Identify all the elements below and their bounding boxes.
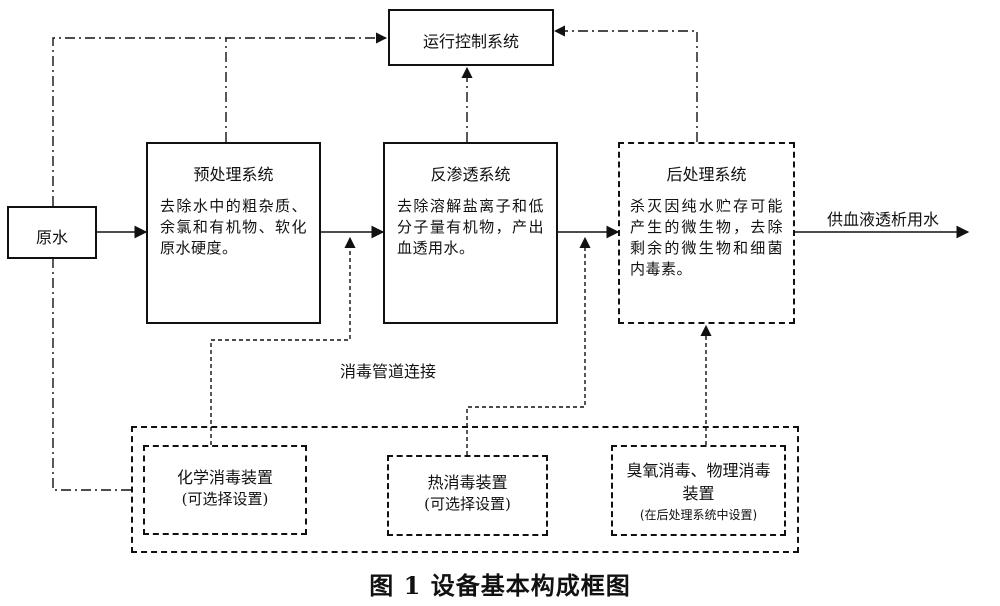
post-box: 后处理系统 杀灭因纯水贮存可能产生的微生物，去除剩余的微生物和细菌内毒素。 (618, 142, 795, 324)
ozone-line2: 装置 (682, 484, 715, 503)
disinfect-link-label: 消毒管道连接 (340, 362, 437, 381)
chem-line1: 化学消毒装置 (176, 468, 273, 487)
pretreat-title: 预处理系统 (193, 165, 274, 184)
ro-title: 反渗透系统 (430, 165, 511, 184)
ozone-line1: 臭氧消毒、物理消毒 (626, 461, 771, 480)
post-title: 后处理系统 (666, 165, 747, 184)
control-line-raw-to-disinfect (52, 258, 131, 491)
ro-box: 反渗透系统 去除溶解盐离子和低分子量有机物，产出血透用水。 (383, 142, 558, 324)
figure-caption: 图 1 设备基本构成框图 (369, 571, 631, 600)
control-system-box: 运行控制系统 (388, 9, 554, 66)
heat-line2: (可选择设置) (424, 495, 511, 513)
ozone-line3: (在后处理系统中设置) (639, 508, 758, 522)
pipe-heat (466, 236, 591, 455)
heat-line1: 热消毒装置 (427, 473, 508, 492)
pipe-chem (210, 236, 356, 445)
control-line-post (553, 25, 698, 142)
heat-disinfect-box: 热消毒装置 (可选择设置) (387, 455, 548, 536)
pretreat-desc: 去除水中的粗杂质、余氯和有机物、软化原水硬度。 (160, 197, 307, 257)
control-system-label: 运行控制系统 (422, 32, 519, 51)
control-line-raw (52, 32, 388, 206)
output-label: 供血液透析用水 (827, 210, 940, 229)
ro-desc: 去除溶解盐离子和低分子量有机物，产出血透用水。 (397, 197, 544, 257)
ozone-disinfect-box: 臭氧消毒、物理消毒 装置 (在后处理系统中设置) (611, 445, 786, 536)
raw-water-box: 原水 (7, 206, 97, 259)
disinfection-group (131, 426, 799, 553)
pretreat-box: 预处理系统 去除水中的粗杂质、余氯和有机物、软化原水硬度。 (146, 142, 321, 324)
chem-line2: (可选择设置) (181, 490, 269, 508)
chem-disinfect-box: 化学消毒装置 (可选择设置) (143, 445, 307, 535)
post-desc: 杀灭因纯水贮存可能产生的微生物，去除剩余的微生物和细菌内毒素。 (630, 197, 783, 278)
raw-water-label: 原水 (35, 228, 68, 247)
